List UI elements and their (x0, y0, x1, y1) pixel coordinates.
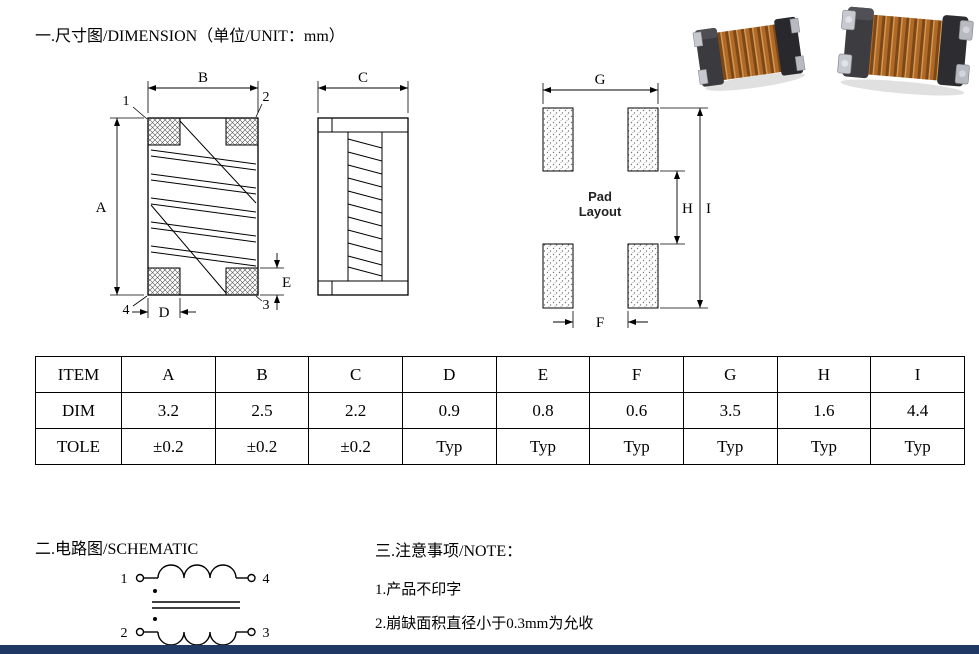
table-cell: 0.8 (495, 392, 591, 429)
table-cell: Typ (682, 428, 778, 465)
table-cell: 2.5 (214, 392, 310, 429)
dim-label-c: C (358, 70, 368, 86)
table-cell: 1.6 (776, 392, 872, 429)
dim-label-f: F (596, 315, 604, 331)
table-cell: Typ (776, 428, 872, 465)
table-cell: Typ (870, 428, 965, 465)
schematic-drawing: 1 4 2 3 (121, 564, 270, 646)
table-cell: 0.6 (589, 392, 684, 429)
table-cell: ±0.2 (214, 428, 310, 465)
table-cell: ±0.2 (121, 428, 216, 465)
side-view: C (317, 70, 409, 296)
dim-label-a: A (96, 200, 107, 216)
table-header-cell: I (870, 356, 965, 393)
dim-label-b: B (198, 70, 208, 86)
front-view: 1 2 4 3 B A D E (96, 70, 292, 321)
table-cell: DIM (35, 392, 122, 429)
footer-bar (0, 645, 979, 654)
table-cell: Typ (495, 428, 591, 465)
corner-label-4: 4 (123, 303, 130, 318)
pad-layout-label-line1: Pad (588, 189, 612, 204)
table-header-cell: C (308, 356, 403, 393)
note-line-1: 1.产品不印字 (375, 582, 462, 598)
table-header-cell: F (589, 356, 684, 393)
common-mode-choke-symbol (135, 564, 256, 646)
dim-label-h: H (682, 201, 693, 217)
table-row-dim: DIM 3.2 2.5 2.2 0.9 0.8 0.6 3.5 1.6 4.4 (35, 392, 965, 429)
table-cell: 0.9 (401, 392, 497, 429)
pin-label-1: 1 (121, 572, 128, 587)
table-header-cell: G (682, 356, 778, 393)
corner-label-1: 1 (123, 94, 130, 109)
product-photo-right (837, 6, 974, 96)
corner-label-3: 3 (263, 298, 270, 313)
pin-label-2: 2 (121, 626, 128, 641)
table-row-tole: TOLE ±0.2 ±0.2 ±0.2 Typ Typ Typ Typ Typ … (35, 428, 965, 465)
dim-label-g: G (595, 72, 606, 88)
table-cell: ±0.2 (308, 428, 403, 465)
table-cell: Typ (589, 428, 684, 465)
dimension-table: ITEM A B C D E F G H I DIM 3.2 2.5 2.2 0… (35, 356, 965, 465)
section-note-title: 三.注意事项/NOTE： (375, 543, 523, 560)
table-header-cell: E (495, 356, 591, 393)
table-cell: 3.5 (682, 392, 778, 429)
table-header-cell: B (214, 356, 310, 393)
table-cell: TOLE (35, 428, 122, 465)
table-row-item: ITEM A B C D E F G H I (35, 356, 965, 393)
note-line-2: 2.崩缺面积直径小于0.3mm为允收 (375, 616, 594, 632)
dim-label-d: D (159, 305, 170, 321)
section-schematic-title: 二.电路图/SCHEMATIC (35, 541, 199, 558)
table-cell: 3.2 (121, 392, 216, 429)
dimension-drawing: 1 2 4 3 B A D E (96, 70, 711, 331)
pin-label-4: 4 (263, 572, 270, 587)
table-cell: 4.4 (870, 392, 965, 429)
table-header-cell: D (401, 356, 497, 393)
pin-label-3: 3 (263, 626, 270, 641)
table-header-cell: ITEM (35, 356, 122, 393)
table-header-cell: H (776, 356, 872, 393)
corner-label-2: 2 (263, 90, 270, 105)
table-header-cell: A (121, 356, 216, 393)
dim-label-i: I (706, 201, 711, 217)
section-dimension-title: 一.尺寸图/DIMENSION（单位/UNIT：mm） (35, 28, 345, 45)
product-photo-left (692, 16, 806, 91)
dim-label-e: E (282, 275, 291, 291)
pad-layout-label-line2: Layout (579, 204, 622, 219)
table-cell: Typ (401, 428, 497, 465)
pad-layout-view: Pad Layout G H I F (542, 72, 711, 331)
product-photos (692, 6, 974, 96)
table-cell: 2.2 (308, 392, 403, 429)
